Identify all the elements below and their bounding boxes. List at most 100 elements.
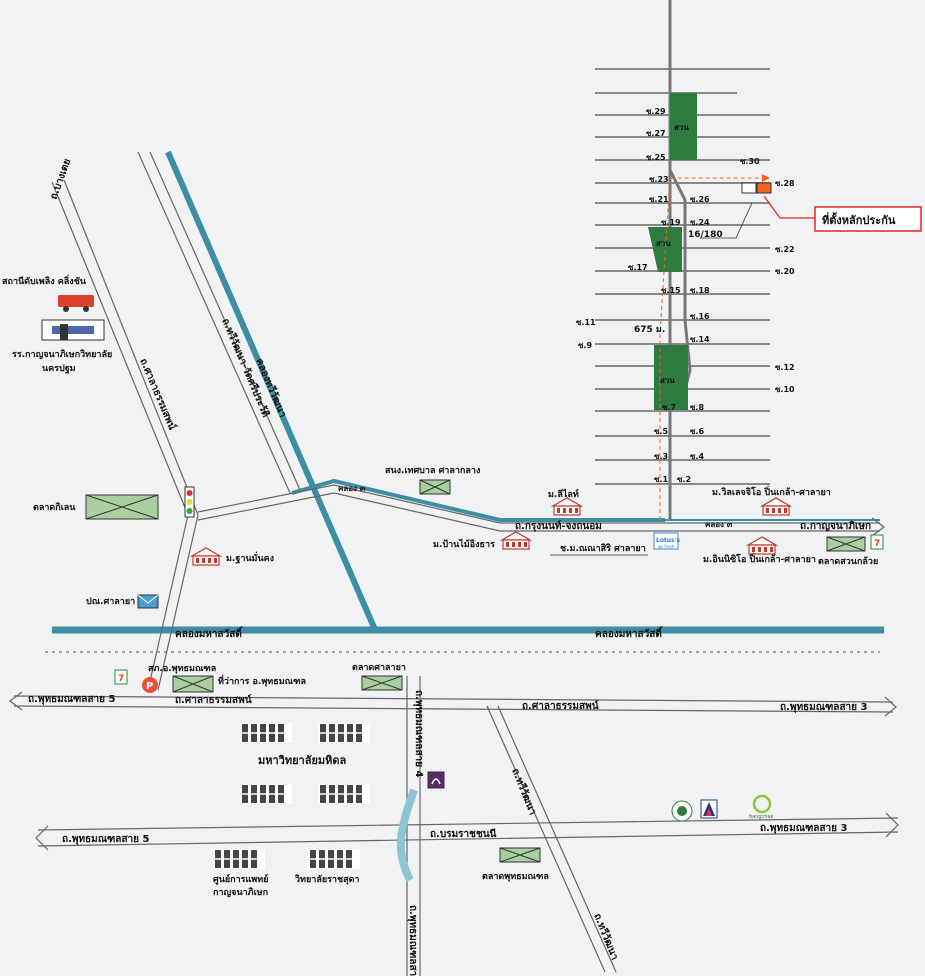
police-icon [142,677,158,693]
road-labels: ถ.บางเตย ถ.ศาลาธรรมสพน์ ถ.ทวีวัฒนา-วัดศร… [28,157,871,976]
svg-text:ซ.25: ซ.25 [646,153,666,162]
svg-text:ถ.บรมราชชนนี: ถ.บรมราชชนนี [430,828,497,840]
svg-text:ถ.พุทธมณฑลสาย 4: ถ.พุทธมณฑลสาย 4 [413,690,424,777]
road-arrows [9,517,899,851]
svg-text:P: P [146,681,153,692]
svg-text:มหาวิทยาลัยมหิดล: มหาวิทยาลัยมหิดล [258,754,347,767]
svg-text:ซ.8: ซ.8 [690,403,704,412]
svg-text:ม.ฐานมั่นคง: ม.ฐานมั่นคง [226,551,274,564]
svg-text:ซ.16: ซ.16 [690,312,710,321]
svg-text:ถ.ศาลาธรรมสพน์: ถ.ศาลาธรรมสพน์ [175,694,252,706]
svg-text:สถานีดับเพลิง คลิ่งชัน: สถานีดับเพลิง คลิ่งชัน [2,274,87,287]
house-icon [191,547,221,566]
svg-text:สนง.เทศบาล ศาลากลาง: สนง.เทศบาล ศาลากลาง [385,466,480,476]
svg-text:สวน: สวน [660,376,675,385]
soi-grid [595,0,770,520]
svg-text:ถ.กรุงนนท์-จงถนอม: ถ.กรุงนนท์-จงถนอม [515,520,602,532]
svg-text:ถ.พุทธมณฑลสาย 4: ถ.พุทธมณฑลสาย 4 [407,905,418,976]
svg-text:ม.วิลเลจจิโอ ปิ่นเกล้า-ศาลายา: ม.วิลเลจจิโอ ปิ่นเกล้า-ศาลายา [712,485,831,498]
svg-text:ซ.4: ซ.4 [690,452,704,461]
target-route [659,177,768,520]
roads [13,151,899,976]
svg-text:ถ.ทวีวัฒนา: ถ.ทวีวัฒนา [591,912,621,962]
svg-text:ซ.19: ซ.19 [661,218,681,227]
parks: สวน สวน สวน [648,93,697,410]
park-area-1 [670,93,697,160]
svg-text:ซ.3: ซ.3 [654,452,668,461]
svg-text:รร.กาญจนาภิเษกวิทยาลัย: รร.กาญจนาภิเษกวิทยาลัย [12,349,112,360]
svg-text:ซ.20: ซ.20 [775,267,795,276]
svg-text:ซ.10: ซ.10 [775,385,795,394]
route-path [668,93,692,411]
svg-text:กาญจนาภิเษก: กาญจนาภิเษก [213,887,268,898]
soi-labels: ซ.29 ซ.27 ซ.25 ซ.30 ซ.23 ซ.28 ซ.21 ซ.26 … [576,107,795,484]
svg-text:คลองมหาสวัสดิ์: คลองมหาสวัสดิ์ [175,626,243,640]
svg-text:ช.ม.ณณาสิริ ศาลายา: ช.ม.ณณาสิริ ศาลายา [560,543,646,554]
target-location: ที่ตั้งหลักประกัน 16/180 675 ม. [634,174,922,520]
svg-text:ปณ.ศาลายา: ปณ.ศาลายา [86,596,135,607]
svg-text:ซ.26: ซ.26 [690,195,710,204]
svg-text:ถ.ศาลาธรรมสพน์: ถ.ศาลาธรรมสพน์ [522,700,599,712]
bangchak-icon [752,794,772,814]
svg-text:ม.ป้านไม้อิงธาร: ม.ป้านไม้อิงธาร [433,538,495,550]
svg-text:ถ.กาญจนาภิเษก: ถ.กาญจนาภิเษก [800,520,871,532]
canal-phutthamonthon-4 [396,788,418,882]
svg-text:ซ.11: ซ.11 [576,318,596,327]
svg-text:ตลาดสวนกล้วย: ตลาดสวนกล้วย [818,556,878,567]
svg-text:Lotus's: Lotus's [656,537,680,544]
svg-text:นครปฐม: นครปฐม [42,363,76,374]
svg-text:ถ.ศาลาธรรมสพน์: ถ.ศาลาธรรมสพน์ [137,356,178,431]
svg-text:สวน: สวน [656,239,671,248]
svg-text:ม.อินนิซิโอ ปิ่นเกล้า-ศาลายา: ม.อินนิซิโอ ปิ่นเกล้า-ศาลายา [703,552,816,565]
svg-text:ถ.ทวีวัฒนา: ถ.ทวีวัฒนา [509,767,539,817]
svg-text:ซ.6: ซ.6 [690,427,704,436]
svg-text:ซ.5: ซ.5 [654,427,668,436]
svg-text:ซ.9: ซ.9 [578,341,592,350]
svg-text:ซ.29: ซ.29 [646,107,666,116]
landmarks: สถานีดับเพลิง คลิ่งชัน รร.กาญจนาภิเษกวิท… [2,274,884,898]
canal-thawiwatthana [165,150,379,634]
svg-text:7: 7 [118,674,124,684]
fire-truck-icon [58,295,94,307]
location-callout [814,206,922,232]
svg-text:ซ.12: ซ.12 [775,363,795,372]
svg-text:ซ.1: ซ.1 [654,475,668,484]
svg-text:go fresh: go fresh [658,544,675,549]
seven-eleven-icon [870,534,884,550]
distance-label: 675 ม. [634,325,665,335]
target-plot-highlight [756,182,772,194]
svg-text:ซ.23: ซ.23 [649,175,669,184]
svg-text:ซ.22: ซ.22 [775,245,795,254]
mail-icon [137,594,159,609]
svg-text:ซ.7: ซ.7 [662,403,676,412]
svg-text:ศูนย์การแพทย์: ศูนย์การแพทย์ [213,873,268,885]
svg-text:ซ.14: ซ.14 [690,335,710,344]
svg-text:ซ.24: ซ.24 [690,218,710,227]
svg-text:ตลาดกิเลน: ตลาดกิเลน [33,502,76,513]
svg-text:ม.ลีไลท์: ม.ลีไลท์ [548,488,579,500]
svg-text:ตลาดพุทธมณฑล: ตลาดพุทธมณฑล [482,872,549,882]
svg-text:คลอง ๓: คลอง ๓ [338,484,366,493]
svg-text:คลองมหาสวัสดิ์: คลองมหาสวัสดิ์ [595,626,663,640]
svg-text:ซ.28: ซ.28 [775,179,795,188]
svg-text:ซ.18: ซ.18 [690,286,710,295]
svg-text:ซ.27: ซ.27 [646,129,666,138]
svg-text:วิทยาลัยราชสุดา: วิทยาลัยราชสุดา [294,874,359,885]
seven-eleven-icon-2 [114,669,128,685]
canals [52,150,884,634]
svg-text:ซ.15: ซ.15 [661,286,681,295]
bank-icon [427,771,445,789]
park-area-3 [654,345,688,410]
svg-text:ถ.พุทธมณฑลสาย 5: ถ.พุทธมณฑลสาย 5 [28,694,115,705]
svg-text:7: 7 [874,539,880,549]
svg-text:ถ.พุทธมณฑลสาย 3: ถ.พุทธมณฑลสาย 3 [760,823,847,834]
svg-text:สวน: สวน [674,123,689,132]
canal-klong-3 [291,478,665,522]
svg-text:bangchak: bangchak [749,814,774,820]
house-number: 16/180 [688,230,723,240]
lotus-icon [653,532,679,550]
svg-text:สภ.อ.พุทธมณฑล: สภ.อ.พุทธมณฑล [148,664,216,674]
svg-text:ถ.พุทธมณฑลสาย 5: ถ.พุทธมณฑลสาย 5 [62,834,149,845]
svg-text:คลอง ๓: คลอง ๓ [705,520,733,529]
